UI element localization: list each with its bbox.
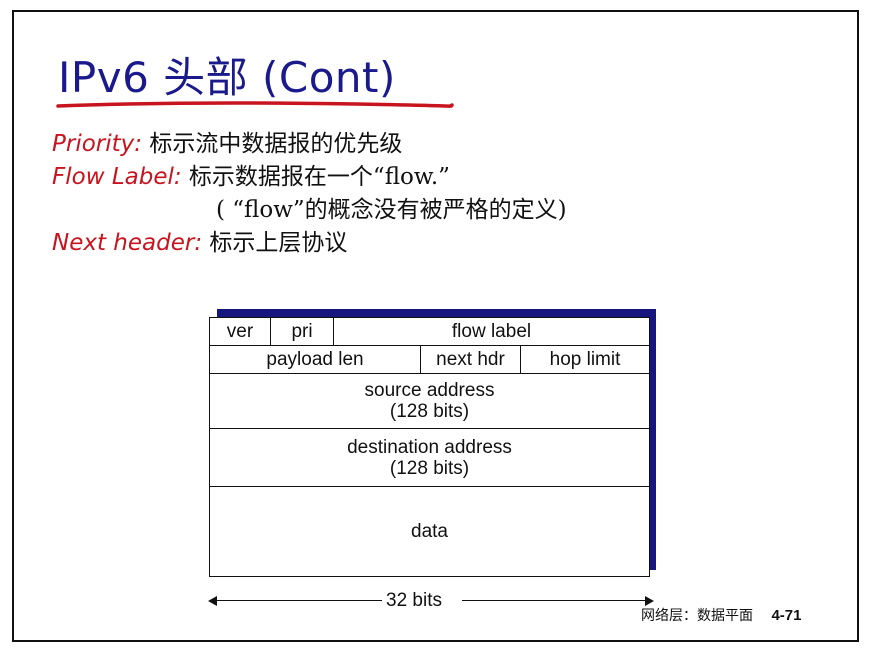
- flow-label-line: Flow Label: 标示数据报在一个“flow.”: [52, 161, 567, 194]
- flow-label-note-line: ( “flow”的概念没有被严格的定义): [52, 194, 567, 227]
- next-header-desc: 标示上层协议: [202, 230, 348, 256]
- field-flow-label: flow label: [451, 321, 532, 342]
- header-row-data: data: [210, 487, 649, 576]
- destination-address-label: destination address: [347, 436, 512, 458]
- header-row-2: payload len next hdr hop limit: [210, 346, 649, 374]
- field-hop-limit: hop limit: [549, 349, 621, 370]
- priority-desc: 标示流中数据报的优先级: [142, 131, 403, 157]
- priority-line: Priority: 标示流中数据报的优先级: [52, 128, 567, 161]
- field-data: data: [411, 521, 448, 542]
- source-address-label: source address: [364, 380, 495, 401]
- right-arrow-icon: [645, 596, 654, 606]
- width-line-left: [216, 600, 382, 601]
- width-indicator: 32 bits: [208, 590, 654, 612]
- field-next-hdr: next hdr: [421, 346, 521, 373]
- title-underline: [56, 101, 454, 108]
- destination-address-size: (128 bits): [389, 457, 470, 479]
- width-label: 32 bits: [386, 590, 442, 611]
- next-header-term: Next header:: [52, 230, 203, 256]
- header-row-1: ver pri flow label: [210, 318, 649, 346]
- field-destination-address: destination address (128 bits): [210, 429, 649, 486]
- priority-term: Priority:: [52, 131, 143, 157]
- ipv6-header-diagram: ver pri flow label payload len next hdr …: [209, 317, 650, 577]
- slide-footer: 网络层：数据平面 4-71: [641, 605, 801, 625]
- slide-title: IPv6 头部 (Cont): [58, 53, 396, 102]
- header-row-destination: destination address (128 bits): [210, 429, 649, 487]
- left-arrow-icon: [208, 596, 217, 606]
- field-descriptions: Priority: 标示流中数据报的优先级 Flow Label: 标示数据报在…: [52, 128, 567, 260]
- width-line-right: [462, 600, 646, 601]
- footer-section: 网络层：数据平面: [641, 608, 753, 624]
- field-source-address: source address (128 bits): [210, 374, 649, 428]
- field-pri: pri: [271, 318, 334, 345]
- flow-label-desc: 标示数据报在一个“flow.”: [181, 164, 450, 190]
- page-number: 4-71: [771, 607, 802, 624]
- flow-label-term: Flow Label:: [52, 164, 182, 190]
- source-address-size: (128 bits): [389, 401, 470, 422]
- flow-label-note: ( “flow”的概念没有被严格的定义): [216, 197, 567, 223]
- header-row-source: source address (128 bits): [210, 374, 649, 429]
- next-header-line: Next header: 标示上层协议: [52, 227, 567, 260]
- field-payload-len: payload len: [210, 346, 421, 373]
- field-ver: ver: [210, 318, 271, 345]
